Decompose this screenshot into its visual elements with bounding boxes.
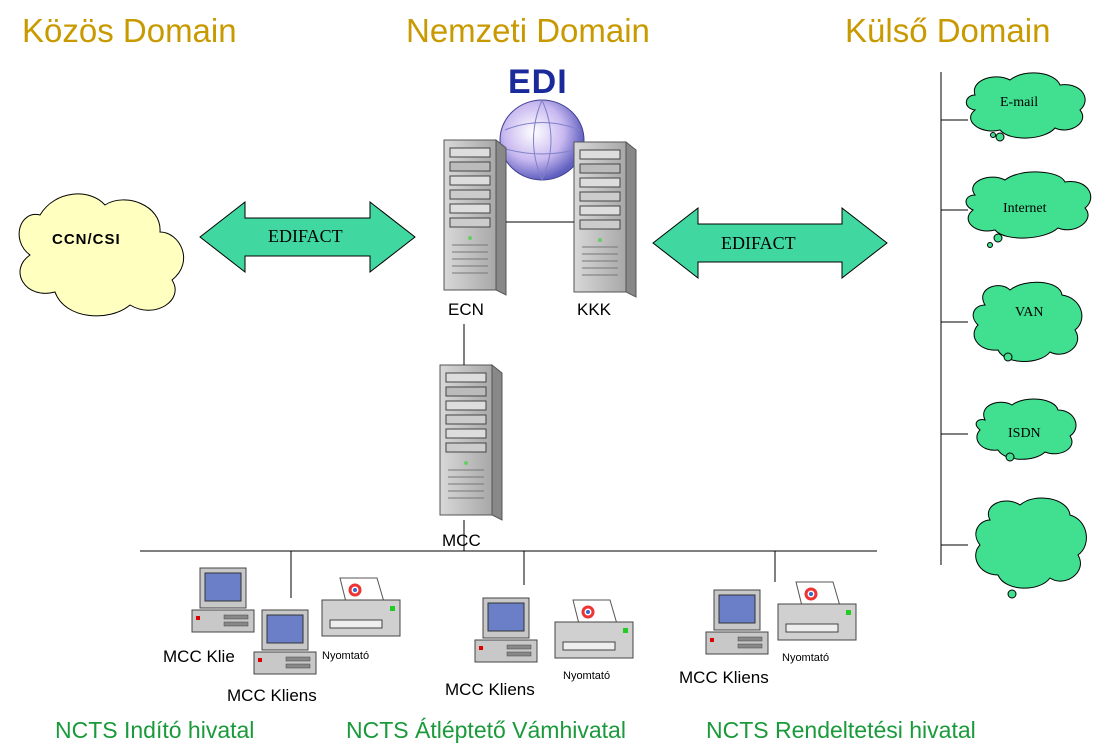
client-label-2: MCC Kliens (227, 686, 317, 705)
printer-2 (553, 598, 635, 660)
edifact-label-left: EDIFACT (268, 226, 343, 246)
domain-title-external: Külső Domain (845, 12, 1051, 49)
printer-label-3: Nyomtató (782, 652, 830, 664)
printer-3 (776, 580, 858, 642)
domain-title-common: Közös Domain (22, 12, 237, 49)
cloud-label-isdn: ISDN (1008, 426, 1041, 441)
cloud-label-email: E-mail (1000, 95, 1039, 110)
printer-label-1: Nyomtató (322, 650, 370, 662)
edi-logo: EDI (508, 63, 568, 101)
mcc-label: MCC (442, 531, 481, 550)
edifact-arrow-left (199, 200, 416, 274)
cloud-internet (941, 171, 1092, 248)
printer-1 (320, 576, 402, 638)
ccn-cloud (18, 193, 184, 317)
client-pc-4 (705, 589, 769, 655)
client-pc-2 (253, 609, 317, 675)
cloud-van (941, 281, 1083, 362)
client-label-4: MCC Kliens (679, 668, 769, 687)
cloud-isdn (941, 398, 1077, 462)
ecn-label: ECN (448, 300, 484, 319)
cloud-email (941, 72, 1086, 142)
kkk-label: KKK (577, 300, 612, 319)
edifact-label-right: EDIFACT (721, 233, 796, 253)
cloud-label-van: VAN (1015, 305, 1044, 320)
ecn-server (443, 139, 507, 296)
office-destination: NCTS Rendeltetési hivatal (706, 717, 976, 743)
office-transit: NCTS Átléptető Vámhivatal (346, 717, 626, 743)
edifact-arrow-right (652, 206, 888, 280)
cloud-blank (941, 497, 1087, 599)
domain-title-national: Nemzeti Domain (406, 12, 650, 49)
client-pc-3 (474, 597, 538, 663)
office-start: NCTS Indító hivatal (55, 717, 255, 743)
printer-label-2: Nyomtató (563, 670, 611, 682)
client-pc-1 (191, 567, 255, 633)
ccn-label: CCN/CSI (52, 231, 121, 248)
kkk-server (573, 141, 637, 298)
client-label-1: MCC Klie (163, 647, 235, 666)
cloud-label-internet: Internet (1003, 201, 1047, 216)
client-label-3: MCC Kliens (445, 680, 535, 699)
mcc-server (439, 364, 503, 521)
